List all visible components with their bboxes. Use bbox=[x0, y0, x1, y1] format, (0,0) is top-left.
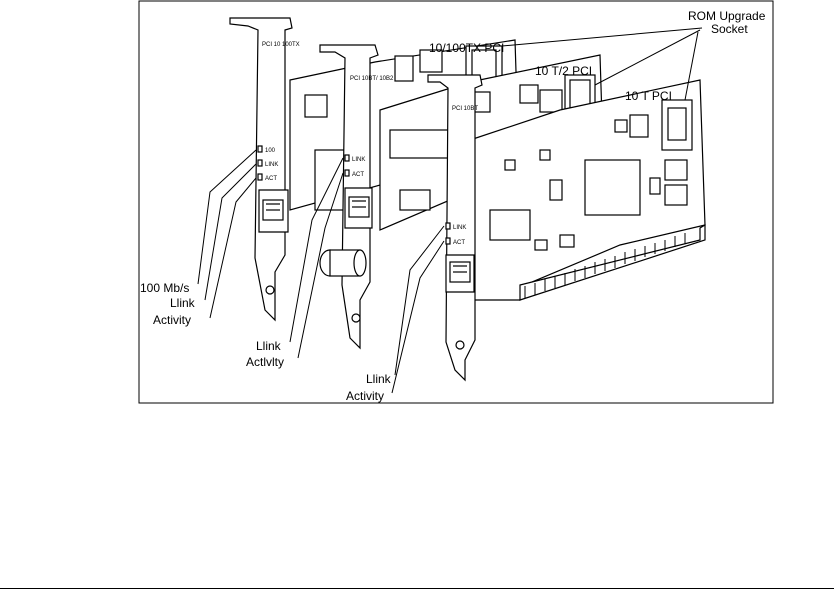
rom-callout-line2: Socket bbox=[711, 22, 748, 36]
card2-callout-leaders bbox=[289, 157, 344, 359]
card-10t bbox=[427, 74, 706, 382]
card-10t-main-chip bbox=[584, 159, 641, 216]
card2-link-callout: Llink bbox=[256, 339, 282, 353]
card1-speed-callout: 100 Mb/s bbox=[140, 281, 189, 295]
card3-callout-leaders bbox=[391, 225, 445, 394]
card-10t2-led-link-label: LINK bbox=[352, 157, 365, 163]
card-10t2-led-link bbox=[344, 154, 350, 162]
page-bottom-rule bbox=[0, 588, 834, 589]
led-act-label: ACT bbox=[265, 176, 277, 182]
card-10t-led-act bbox=[445, 237, 451, 245]
card2-activity-callout: Actlvlty bbox=[246, 355, 284, 369]
led-link-label: LINK bbox=[265, 162, 278, 168]
card-10t-title: 10 T PCI bbox=[625, 89, 672, 103]
card-10t-led-link-label: LINK bbox=[453, 225, 466, 231]
card-10t-connector-teeth bbox=[524, 233, 686, 298]
card-10t-led-act-label: ACT bbox=[453, 240, 465, 246]
card-10t2-title: 10 T/2 PCI bbox=[535, 64, 592, 78]
figure-frame bbox=[138, 0, 774, 404]
card-10-100tx-bracket-label: PCI 10 100TX bbox=[262, 42, 300, 48]
card-10t-led-link bbox=[445, 222, 451, 230]
rom-callout-leaders bbox=[501, 27, 703, 101]
led-link bbox=[257, 159, 263, 167]
card-10t2-bracket-label: PCI 10BT/ 10B2 bbox=[350, 76, 394, 82]
card-10t-bracket bbox=[427, 74, 483, 382]
card-10t2-led-act bbox=[344, 169, 350, 177]
card-10-100tx-title: 10/100TX PCI bbox=[429, 41, 504, 55]
card-10t-edge-connector bbox=[519, 223, 706, 301]
card3-link-callout: Llink bbox=[366, 372, 392, 386]
led-100-label: 100 bbox=[265, 148, 276, 154]
rom-callout-line1: ROM Upgrade bbox=[688, 9, 766, 23]
card-10t-bracket-label: PCI 10BT bbox=[452, 106, 478, 112]
card1-activity-callout: Activity bbox=[153, 313, 191, 327]
card-10-100tx-bracket bbox=[229, 17, 293, 322]
card-10t2-led-act-label: ACT bbox=[352, 172, 364, 178]
card1-link-callout: Llink bbox=[170, 296, 196, 310]
led-act bbox=[257, 173, 263, 181]
card3-activity-callout: Activity bbox=[346, 389, 384, 403]
led-100 bbox=[257, 145, 263, 153]
card-10-100tx-chip bbox=[304, 94, 328, 118]
card1-callout-leaders bbox=[197, 149, 257, 319]
